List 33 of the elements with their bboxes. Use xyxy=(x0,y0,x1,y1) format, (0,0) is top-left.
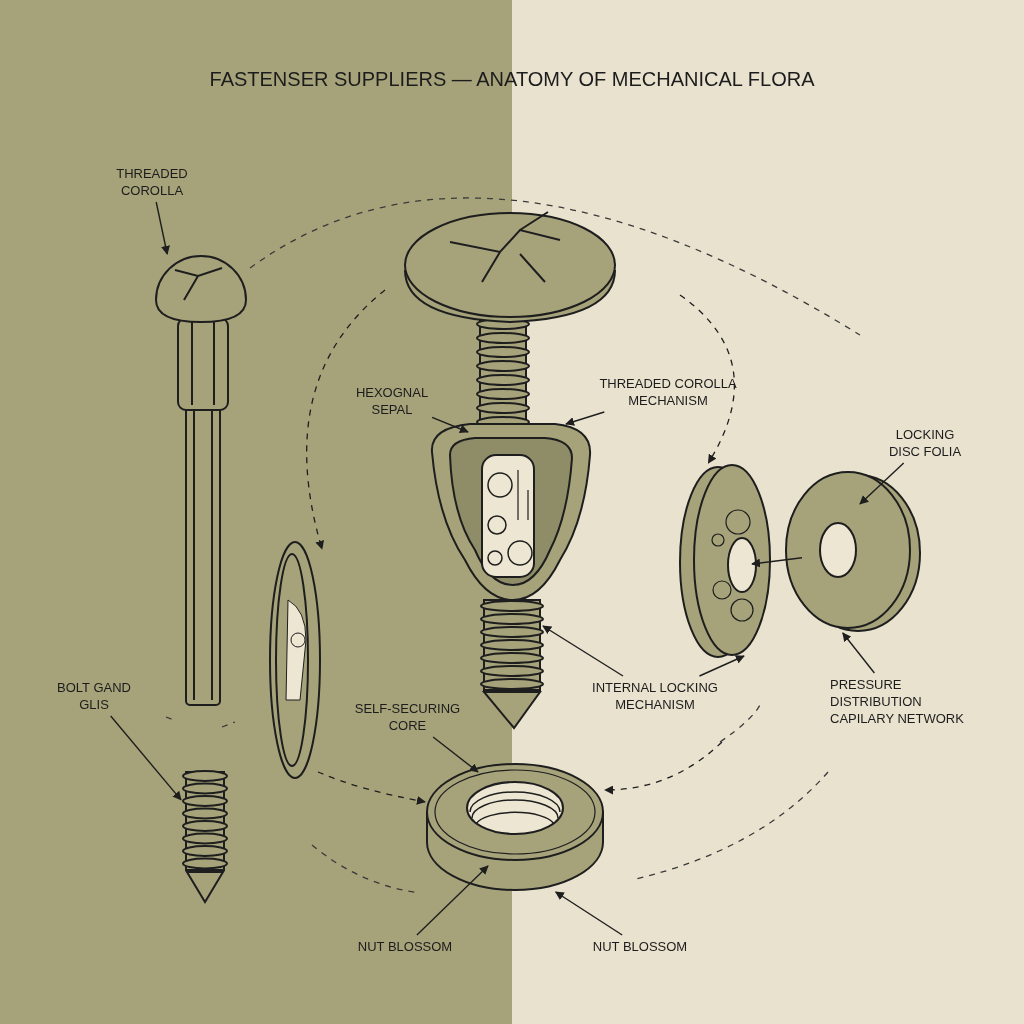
bolt-drawing xyxy=(155,255,247,706)
leader-line xyxy=(751,557,803,568)
gear-disc-drawing xyxy=(679,464,771,658)
nut-drawing xyxy=(426,763,604,891)
leader-line xyxy=(565,411,605,426)
leader-line xyxy=(155,201,170,255)
dashed-arrow xyxy=(604,741,723,795)
part-label: INTERNAL LOCKING MECHANISM xyxy=(580,679,730,713)
leader-line xyxy=(698,655,745,677)
part-label: BOLT GAND GLIS xyxy=(48,679,140,713)
dashed-arrow xyxy=(306,289,386,550)
screw-drawing xyxy=(182,770,228,904)
part-label: HEXOGNAL SEPAL xyxy=(352,384,432,418)
part-label: THREADED COROLLA xyxy=(112,165,192,199)
leader-line xyxy=(542,625,624,677)
leader-line xyxy=(859,462,905,505)
dashed-arrow xyxy=(317,771,426,805)
leader-line xyxy=(554,891,623,936)
leader-line xyxy=(432,736,479,773)
washer-drawing xyxy=(785,471,921,632)
part-label: THREADED COROLLA MECHANISM xyxy=(598,375,738,409)
part-label: LOCKING DISC FOLIA xyxy=(880,426,970,460)
leader-line xyxy=(842,632,876,674)
leader-line xyxy=(416,865,489,936)
part-label: SELF-SECURING CORE xyxy=(350,700,465,734)
disc-drawing xyxy=(269,541,321,779)
part-label: PRESSURE DISTRIBUTION CAPILARY NETWORK xyxy=(830,676,980,727)
leader-line xyxy=(431,416,469,434)
part-label: NUT BLOSSOM xyxy=(585,938,695,955)
part-label: NUT BLOSSOM xyxy=(350,938,460,955)
dashed-arrow xyxy=(679,294,736,464)
leader-line xyxy=(110,715,182,801)
title: FASTENSER SUPPLIERS — ANATOMY OF MECHANICAL FLORA xyxy=(209,68,815,91)
